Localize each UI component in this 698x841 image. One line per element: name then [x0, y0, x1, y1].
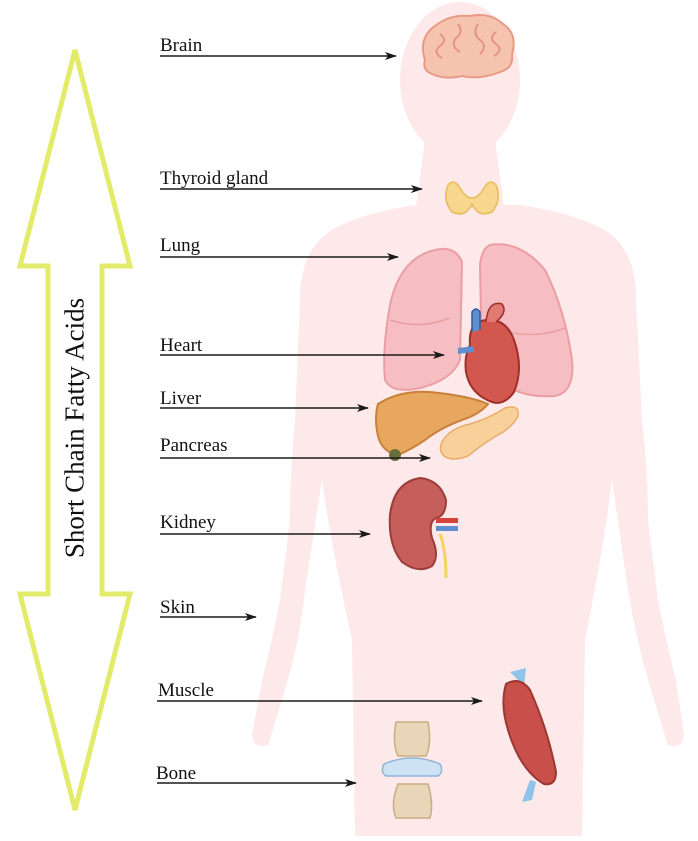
body-silhouette	[252, 2, 684, 836]
brain-icon	[423, 15, 514, 78]
label-pancreas: Pancreas	[160, 436, 228, 455]
label-skin: Skin	[160, 598, 195, 617]
label-bone: Bone	[156, 764, 196, 783]
label-heart: Heart	[160, 336, 202, 355]
label-muscle: Muscle	[158, 681, 214, 700]
label-kidney: Kidney	[160, 513, 216, 532]
label-lung: Lung	[160, 236, 200, 255]
label-brain: Brain	[160, 36, 202, 55]
label-liver: Liver	[160, 389, 201, 408]
arrow-label-short-chain-fatty-acids: Short Chain Fatty Acids	[62, 298, 89, 558]
label-thyroid-gland: Thyroid gland	[160, 169, 268, 188]
